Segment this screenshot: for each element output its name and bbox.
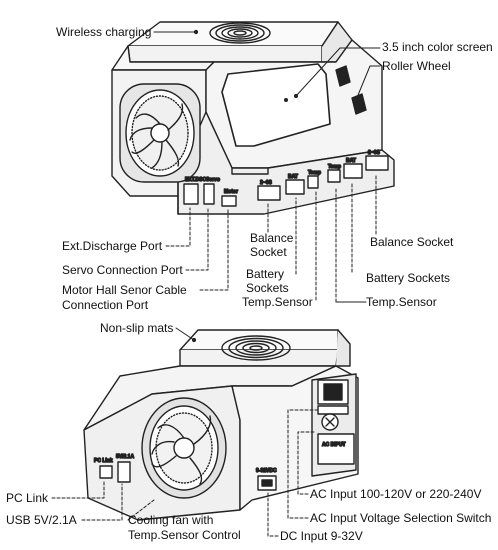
label-pc-link: PC Link (6, 491, 49, 505)
ext-dsc-port-text: EXT.DSC (185, 177, 207, 183)
wireless-coil-icon (209, 22, 271, 44)
label-battery-sockets-left-1: Battery (246, 267, 285, 281)
balance-text-1: 2~6S (260, 180, 272, 186)
label-ac-input: AC Input 100-120V or 220-240V (310, 487, 482, 501)
wireless-coil-icon-bottom (221, 335, 291, 361)
label-dc-input: DC Input 9-32V (280, 529, 363, 543)
label-cooling-fan-line1: Cooling fan with (128, 513, 214, 527)
bottom-charger-unit: PC Link 5V/2.1A 9-32VDC AC INPUT (83, 329, 359, 521)
usb-port-text: 5V/2.1A (116, 454, 134, 460)
motor-port-text: Motor (224, 189, 238, 195)
port-panel (177, 111, 395, 215)
dc-port-text: 9-32VDC (256, 468, 277, 474)
label-temp-sensor-right: Temp.Sensor (366, 295, 437, 309)
cooling-fan-icon (141, 397, 227, 499)
bat-text-1: BAT (288, 174, 298, 180)
label-cooling-fan-line2: Temp.Sensor Control (128, 528, 241, 542)
label-ac-voltage-switch: AC Input Voltage Selection Switch (310, 511, 492, 525)
ac-voltage-switch-icon (317, 379, 349, 415)
fan-icon (119, 83, 201, 183)
label-servo-port: Servo Connection Port (62, 263, 183, 277)
socket-group-channel-1: BAT Temp 2~6S (257, 169, 322, 201)
color-screen (221, 63, 331, 147)
bat-text-2: BAT (346, 158, 356, 164)
label-color-screen: 3.5 inch color screen (382, 40, 493, 54)
label-non-slip-mats: Non-slip mats (100, 321, 174, 335)
label-battery-sockets-left-2: Sockets (246, 281, 289, 295)
label-wireless-charging: Wireless charging (56, 25, 152, 39)
top-charger-unit: EXT.DSC Servo Motor BAT Temp 2~6S Temp B… (111, 21, 395, 215)
temp-text-1: Temp (308, 170, 321, 176)
label-balance-socket-right: Balance Socket (370, 235, 454, 249)
servo-port-text: Servo (206, 177, 220, 183)
non-slip-mat (179, 329, 339, 351)
label-ext-discharge-port: Ext.Discharge Port (62, 239, 163, 253)
socket-group-channel-2: Temp BAT 2~6S (327, 149, 389, 183)
ac-port-text: AC INPUT (322, 442, 346, 448)
label-balance-socket-left-1: Balance (250, 231, 294, 245)
ac-inlet-icon: AC INPUT (317, 413, 355, 465)
balance-text-2: 2~6S (368, 150, 380, 156)
label-roller-wheel: Roller Wheel (382, 59, 451, 73)
label-motor-hall-line2: Connection Port (62, 298, 149, 312)
label-motor-hall-line1: Motor Hall Senor Cable (62, 283, 187, 297)
dc-input-port: 9-32VDC (255, 467, 278, 491)
label-usb: USB 5V/2.1A (6, 513, 77, 527)
label-balance-socket-left-2: Socket (250, 245, 287, 259)
pad-side (127, 45, 323, 63)
leader-lines (51, 29, 381, 537)
port-group-left: EXT.DSC Servo Motor (183, 176, 239, 207)
label-battery-sockets-right: Battery Sockets (366, 271, 451, 285)
pc-usb-ports: PC Link 5V/2.1A (93, 453, 135, 483)
temp-text-2: Temp (328, 164, 341, 170)
pc-link-port-text: PC Link (94, 458, 113, 464)
label-temp-sensor-left: Temp.Sensor (242, 295, 313, 309)
